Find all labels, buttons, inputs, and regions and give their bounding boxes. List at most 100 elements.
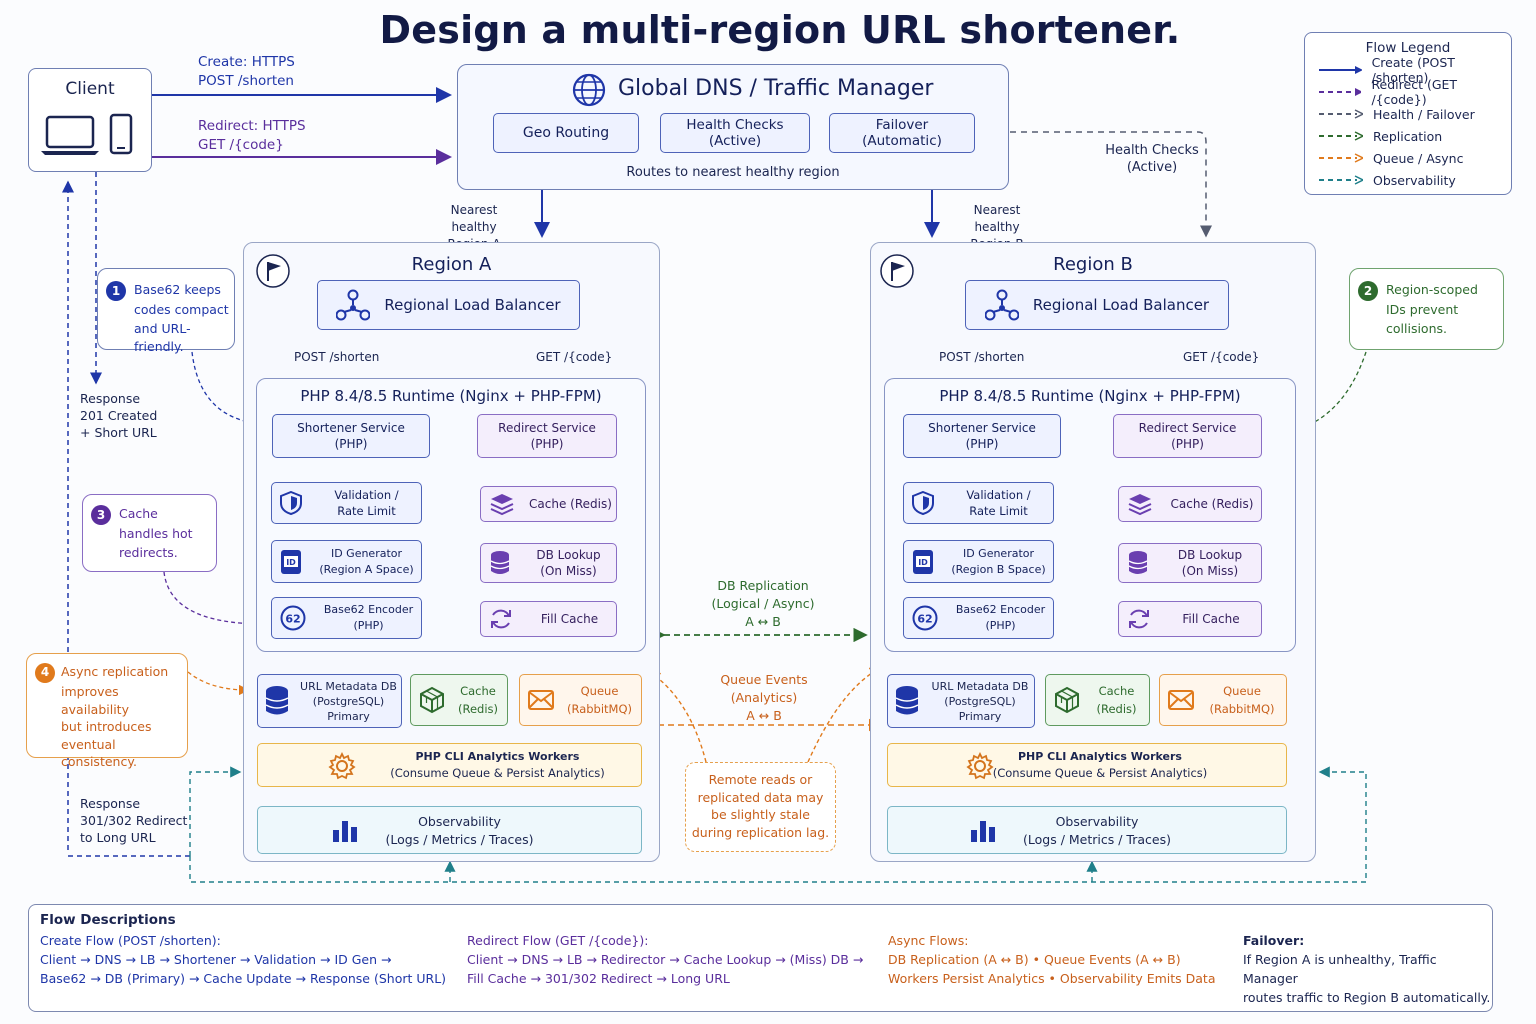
region-a-title: Region A: [411, 254, 492, 275]
create-flow-label-2: POST /shorten: [198, 73, 294, 89]
database-icon: [895, 686, 919, 715]
shield-icon: [280, 491, 302, 515]
region-b-observability: Observability(Logs / Metrics / Traces): [887, 806, 1287, 854]
queue-events-label: Queue Events(Analytics)A ↔ B: [720, 672, 808, 723]
svg-text:ID: ID: [286, 558, 296, 567]
page-title: Design a multi-region URL shortener.: [379, 8, 1181, 52]
region-b-url-metadata-db: URL Metadata DB(PostgreSQL)Primary: [887, 674, 1035, 728]
svg-text:62: 62: [917, 613, 932, 626]
health-checks-box: Health Checks(Active): [660, 113, 810, 153]
region-a-queue-rabbitmq: Queue(RabbitMQ): [519, 674, 642, 726]
load-balancer-icon: [336, 289, 371, 321]
dns-title: Global DNS / Traffic Manager: [618, 76, 934, 101]
devices-icon: [41, 113, 133, 155]
gear-icon: [966, 752, 994, 780]
region-a-db-lookup: DB Lookup(On Miss): [480, 543, 617, 583]
region-flag-icon: [256, 254, 290, 288]
note-number-badge: 4: [35, 663, 55, 683]
region-a-shortener-service: Shortener Service(PHP): [272, 414, 430, 458]
database-icon: [490, 551, 510, 574]
cube-icon: [420, 686, 444, 714]
shield-icon: [912, 491, 934, 515]
legend-item-replication: Replication: [1319, 126, 1442, 146]
region-a-validation: Validation /Rate Limit: [271, 482, 422, 524]
refresh-icon: [1129, 609, 1149, 629]
geo-routing-box: Geo Routing: [493, 113, 639, 153]
refresh-icon: [491, 609, 511, 629]
region-a-analytics-workers: PHP CLI Analytics Workers(Consume Queue …: [257, 743, 642, 787]
async-flow-description: Async Flows: DB Replication (A ↔ B) • Qu…: [888, 933, 1216, 986]
redirect-flow-label-2: GET /{code}: [198, 137, 284, 153]
region-b-validation: Validation /Rate Limit: [903, 482, 1054, 524]
flow-descriptions-panel: Flow Descriptions Create Flow (POST /sho…: [28, 904, 1493, 1012]
gear-icon: [328, 752, 356, 780]
region-a-redirect-service: Redirect Service(PHP): [477, 414, 617, 458]
id-card-icon: ID: [281, 549, 301, 574]
client-label: Client: [65, 79, 115, 99]
dns-caption: Routes to nearest healthy region: [626, 165, 840, 180]
region-b-cache-redis-lookup: Cache (Redis): [1118, 486, 1262, 522]
redirect-flow-description: Redirect Flow (GET /{code}): Client → DN…: [467, 933, 864, 986]
base62-icon: 62: [912, 605, 938, 631]
region-b-runtime-title: PHP 8.4/8.5 Runtime (Nginx + PHP-FPM): [939, 387, 1241, 405]
legend-item-queue: Queue / Async: [1319, 148, 1463, 168]
legend-item-create: Create (POST /shorten): [1319, 55, 1511, 85]
region-b-cache-redis: Cache(Redis): [1045, 674, 1150, 726]
region-b-db-lookup: DB Lookup(On Miss): [1118, 543, 1262, 583]
region-a-cache-redis: Cache(Redis): [410, 674, 508, 726]
region-b-analytics-workers: PHP CLI Analytics Workers(Consume Queue …: [887, 743, 1287, 787]
layers-icon: [490, 494, 514, 516]
region-b-redirect-service: Redirect Service(PHP): [1113, 414, 1262, 458]
region-b-load-balancer: Regional Load Balancer: [965, 280, 1229, 330]
region-a-url-metadata-db: URL Metadata DB(PostgreSQL)Primary: [257, 674, 402, 728]
health-checks-side-label: Health Checks(Active): [1105, 143, 1199, 175]
legend-item-observability: Observability: [1319, 170, 1456, 190]
bar-chart-icon: [333, 821, 357, 842]
client-box: Client: [28, 68, 152, 172]
region-b-queue-rabbitmq: Queue(RabbitMQ): [1159, 674, 1287, 726]
region-b-post-label: POST /shorten: [939, 350, 1025, 364]
region-a-id-generator: ID ID Generator(Region A Space): [271, 540, 422, 583]
descriptions-title: Flow Descriptions: [40, 912, 176, 928]
svg-text:ID: ID: [918, 558, 928, 567]
load-balancer-icon: [984, 289, 1019, 321]
create-flow-label-1: Create: HTTPS: [198, 54, 295, 70]
create-flow-description: Create Flow (POST /shorten): Client → DN…: [40, 933, 447, 986]
base62-icon: 62: [280, 605, 306, 631]
legend-item-health: Health / Failover: [1319, 104, 1475, 124]
failover-box: Failover(Automatic): [829, 113, 975, 153]
note-number-badge: 1: [106, 281, 126, 301]
legend-item-redirect: Redirect (GET /{code}): [1319, 77, 1511, 107]
failover-description: Failover: If Region A is unhealthy, Traf…: [1243, 933, 1491, 1005]
legend-title: Flow Legend: [1365, 40, 1451, 56]
region-a-post-label: POST /shorten: [294, 350, 380, 364]
region-b-base62-encoder: 62 Base62 Encoder(PHP): [903, 597, 1054, 639]
region-b-fill-cache: Fill Cache: [1118, 601, 1262, 637]
region-a-observability: Observability(Logs / Metrics / Traces): [257, 806, 642, 854]
bar-chart-icon: [971, 821, 995, 842]
region-a-base62-encoder: 62 Base62 Encoder(PHP): [271, 597, 422, 639]
region-flag-icon: [880, 254, 914, 288]
region-a-get-label: GET /{code}: [536, 350, 613, 364]
region-a-runtime-title: PHP 8.4/8.5 Runtime (Nginx + PHP-FPM): [300, 387, 602, 405]
envelope-icon: [1168, 690, 1194, 710]
database-icon: [265, 686, 289, 715]
region-b-get-label: GET /{code}: [1183, 350, 1260, 364]
region-b-shortener-service: Shortener Service(PHP): [903, 414, 1061, 458]
region-a-fill-cache: Fill Cache: [480, 601, 617, 637]
redirect-flow-label-1: Redirect: HTTPS: [198, 118, 306, 134]
id-card-icon: ID: [913, 549, 933, 574]
cube-icon: [1055, 686, 1079, 714]
note-number-badge: 3: [91, 505, 111, 525]
layers-icon: [1128, 494, 1152, 516]
globe-icon: [572, 73, 606, 107]
global-dns-box: Global DNS / Traffic Manager Geo Routing…: [457, 64, 1009, 190]
note-number-badge: 2: [1358, 281, 1378, 301]
